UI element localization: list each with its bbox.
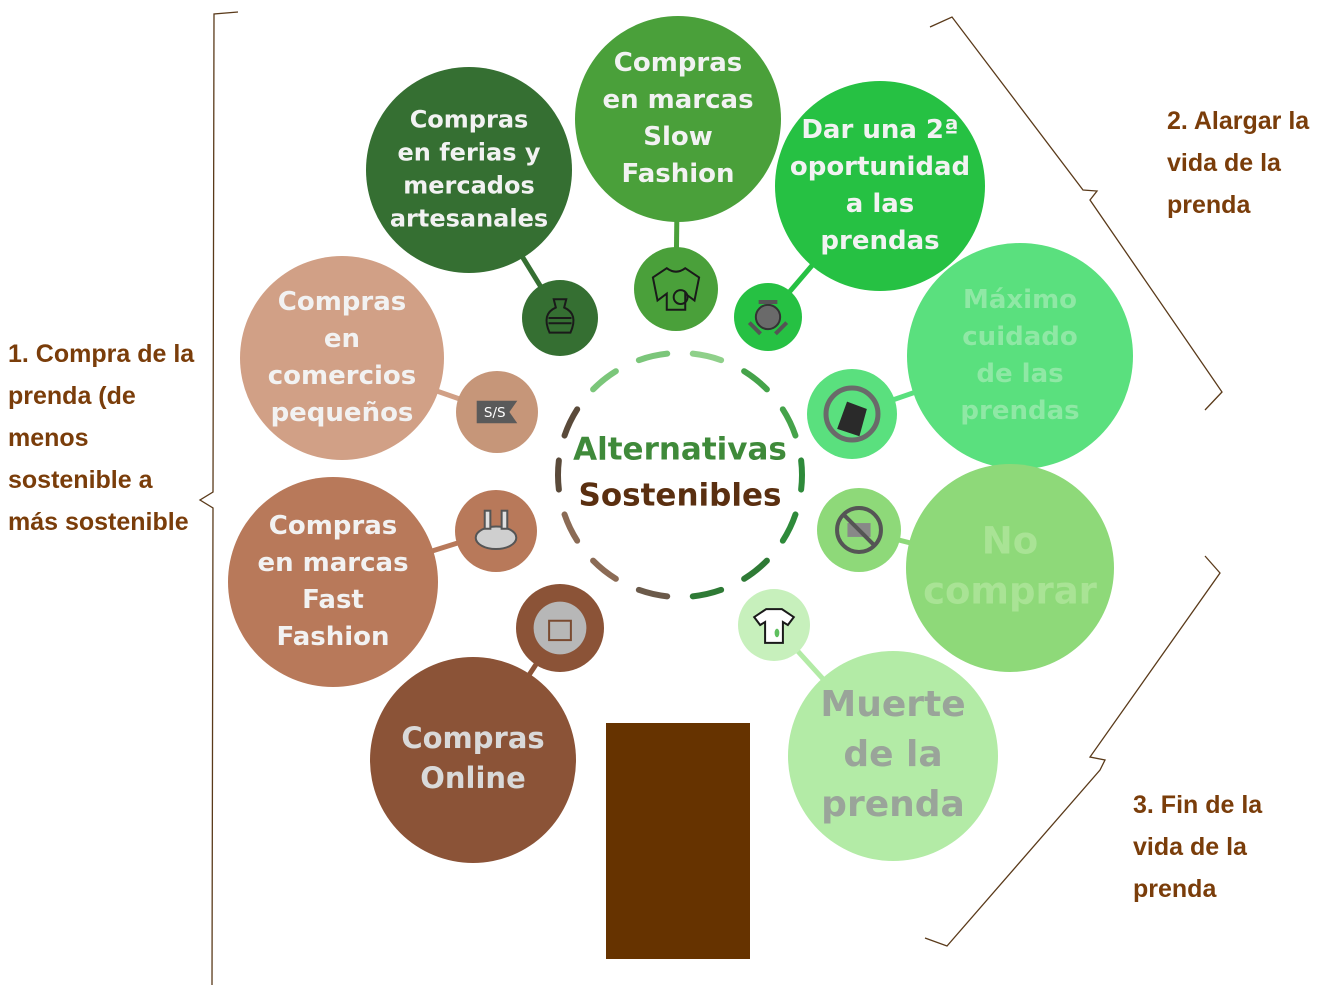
muerte-text-line: Muerte	[820, 684, 965, 725]
fast-fashion-bubble-circle	[228, 477, 438, 687]
online-icon-glyph	[533, 601, 587, 655]
center-ring	[555, 350, 805, 600]
ring-dash	[635, 586, 671, 600]
cuidado-text-line: de las	[976, 359, 1063, 389]
ring-dash	[590, 368, 619, 393]
muerte-bubble-circle	[788, 651, 998, 861]
trunk	[606, 723, 750, 959]
muerte-text-line: de la	[843, 734, 942, 775]
ferias-text-line: en ferias y	[398, 139, 541, 167]
muerte-icon-glyph	[752, 608, 796, 644]
fast-fashion-icon-glyph	[474, 509, 518, 551]
slow-fashion-bubble-circle	[575, 16, 781, 222]
ring-dash	[779, 511, 799, 544]
muerte-text-line: prenda	[821, 784, 965, 825]
ferias-text-line: mercados	[403, 172, 535, 200]
cuidado-text-line: cuidado	[962, 322, 1077, 352]
label-purchase: 1. Compra de la prenda (de menos sosteni…	[8, 340, 195, 536]
fast-fashion-text-line: Compras	[269, 511, 398, 541]
no-comprar-bubble-circle	[906, 464, 1114, 672]
center-title-line1: Alternativas	[573, 432, 787, 468]
ferias-bubble-circle	[366, 67, 572, 273]
left-bracket	[198, 11, 239, 985]
eco-sweater-icon	[634, 247, 718, 331]
center-title-line2: Sostenibles	[579, 478, 782, 514]
cuidado-text-line: prendas	[960, 396, 1079, 426]
comercios-text-line: en	[324, 324, 360, 354]
cuidado-icon-glyph	[823, 385, 881, 443]
ring-dash	[779, 406, 799, 439]
ring-dash	[561, 406, 581, 439]
svg-text:S/S: S/S	[484, 405, 506, 421]
no-comprar-text-line: comprar	[923, 570, 1098, 613]
no-comprar-icon-glyph	[835, 506, 883, 554]
shopping-bag-icon	[516, 584, 604, 672]
slow-fashion-text-line: Fashion	[621, 159, 734, 189]
comercios-icon-glyph: S/S	[476, 400, 518, 424]
right-bottom-bracket	[924, 555, 1221, 947]
ring-dash	[635, 350, 671, 364]
comercios-bubble-circle	[240, 256, 444, 460]
cuidado-text-line: Máximo	[963, 285, 1077, 315]
bubble-no-comprar: No comprar	[906, 464, 1114, 672]
segunda-oportunidad-text-line: prendas	[820, 226, 939, 256]
ferias-icon-glyph	[545, 298, 575, 334]
comercios-text-line: comercios	[268, 361, 416, 391]
segunda-oportunidad-bubble-circle	[775, 81, 985, 291]
no-cart-icon	[817, 488, 901, 572]
bubble-cuidado: Máximo cuidado de las prendas	[907, 243, 1133, 469]
label-extend-life: 2. Alargar la vida de la prenda	[1167, 107, 1310, 219]
bubble-muerte: Muerte de la prenda	[788, 651, 998, 861]
label-end-of-life: 3. Fin de la vida de la prenda	[1133, 791, 1263, 903]
ferias-text-line: Compras	[410, 106, 529, 134]
ring-dash	[798, 457, 805, 493]
ring-dash	[590, 557, 619, 582]
dress-hanger-icon	[807, 369, 897, 459]
fashion-pile-icon	[455, 490, 537, 572]
fast-fashion-text-line: Fashion	[276, 622, 389, 652]
ring-dash	[741, 368, 770, 393]
fast-fashion-text-line: en marcas	[257, 548, 408, 578]
segunda-oportunidad-icon-glyph	[747, 300, 789, 336]
slow-fashion-text-line: Slow	[643, 122, 713, 152]
comercios-text-line: pequeños	[271, 398, 414, 428]
slow-fashion-icon-circle	[634, 247, 718, 331]
ring-dash	[689, 350, 725, 364]
online-text-line: Online	[420, 761, 526, 795]
bubble-segunda-oportunidad: Dar una 2ª oportunidad a las prendas	[775, 81, 985, 291]
fast-fashion-text-line: Fast	[302, 585, 364, 615]
right-top-bracket	[929, 16, 1223, 411]
ferias-text-line: artesanales	[390, 205, 548, 233]
vase-icon	[522, 280, 598, 356]
cuidado-bubble-circle	[907, 243, 1133, 469]
recycle-globe-icon	[734, 283, 802, 351]
no-comprar-text-line: No	[982, 520, 1038, 563]
segunda-oportunidad-text-line: Dar una 2ª	[801, 115, 958, 145]
slow-fashion-text-line: en marcas	[602, 85, 753, 115]
segunda-oportunidad-text-line: oportunidad	[790, 152, 970, 182]
ring-dash	[689, 586, 725, 600]
ring-dash	[561, 511, 581, 544]
shop-flag-icon: S/S	[456, 371, 538, 453]
stained-shirt-icon	[738, 589, 810, 661]
slow-fashion-icon-glyph	[651, 266, 701, 311]
online-text-line: Compras	[401, 721, 544, 755]
ring-dash	[741, 557, 770, 582]
segunda-oportunidad-text-line: a las	[846, 189, 915, 219]
slow-fashion-text-line: Compras	[614, 48, 743, 78]
ring-dash	[555, 457, 562, 493]
online-bubble-circle	[370, 657, 576, 863]
bubble-ferias: Compras en ferias y mercados artesanales	[366, 67, 572, 273]
bubble-comercios: Compras en comercios pequeños	[240, 256, 444, 460]
comercios-text-line: Compras	[278, 287, 407, 317]
icon-circles: S/S	[455, 247, 901, 672]
